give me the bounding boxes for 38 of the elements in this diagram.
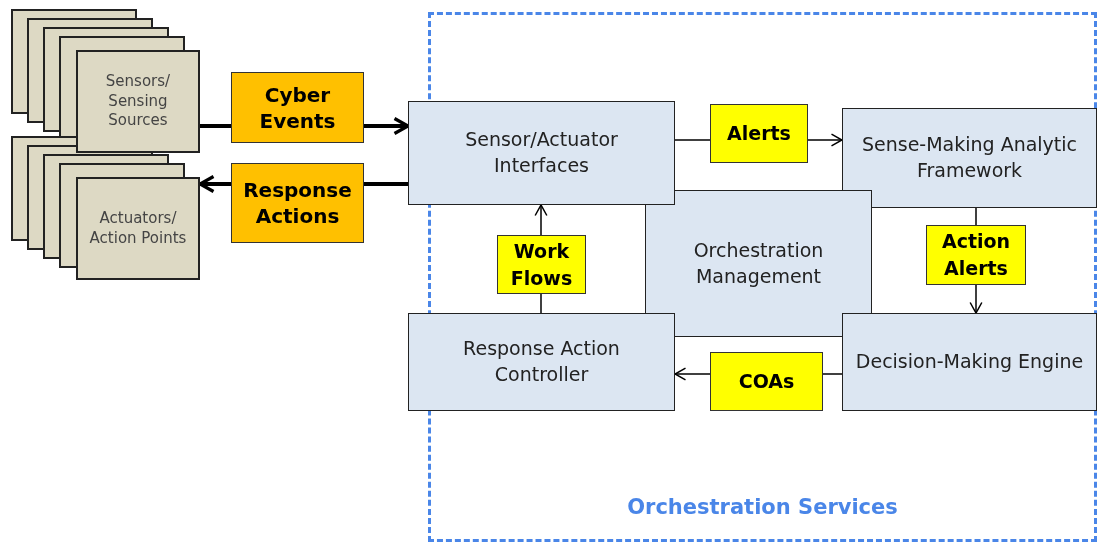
event-box — [231, 72, 364, 143]
arrow — [674, 367, 711, 381]
stacked-card — [76, 177, 200, 280]
node-label: Sensor/Actuator Interfaces — [464, 127, 619, 178]
arrow — [807, 133, 843, 147]
connector-line — [540, 293, 542, 314]
label-box — [926, 225, 1026, 285]
connector-line — [975, 207, 977, 226]
node-label: Cyber Events — [258, 81, 337, 134]
node-label: Work Flows — [509, 238, 574, 291]
node-label: Response Actions — [242, 177, 353, 229]
label-box — [497, 235, 586, 294]
label-box — [710, 352, 823, 411]
node-label: Orchestration Management — [692, 237, 825, 289]
node-label: Response Action Controller — [462, 336, 621, 387]
process-box — [645, 190, 872, 337]
connector-line — [674, 139, 711, 141]
stacked-card — [76, 50, 200, 153]
connector-line — [364, 182, 408, 186]
connector-line — [200, 124, 231, 128]
node-label: Action Alerts — [940, 229, 1012, 281]
node-label: Actuators/ Action Points — [88, 209, 188, 248]
process-box — [408, 101, 675, 205]
group-title: Orchestration Services — [627, 495, 898, 519]
arrow — [969, 284, 983, 314]
process-box — [408, 313, 675, 411]
arrow — [364, 116, 410, 136]
connector-line — [822, 373, 843, 375]
node-label: Alerts — [727, 121, 791, 147]
node-label: Sensors/ Sensing Sources — [104, 72, 172, 131]
process-box — [842, 313, 1097, 411]
node-label: Decision-Making Engine — [855, 349, 1084, 375]
arrow — [534, 204, 548, 236]
process-box — [842, 108, 1097, 208]
node-label: COAs — [738, 369, 795, 395]
node-label: Sense-Making Analytic Framework — [860, 132, 1079, 183]
event-box — [231, 163, 364, 243]
label-box — [710, 104, 808, 163]
